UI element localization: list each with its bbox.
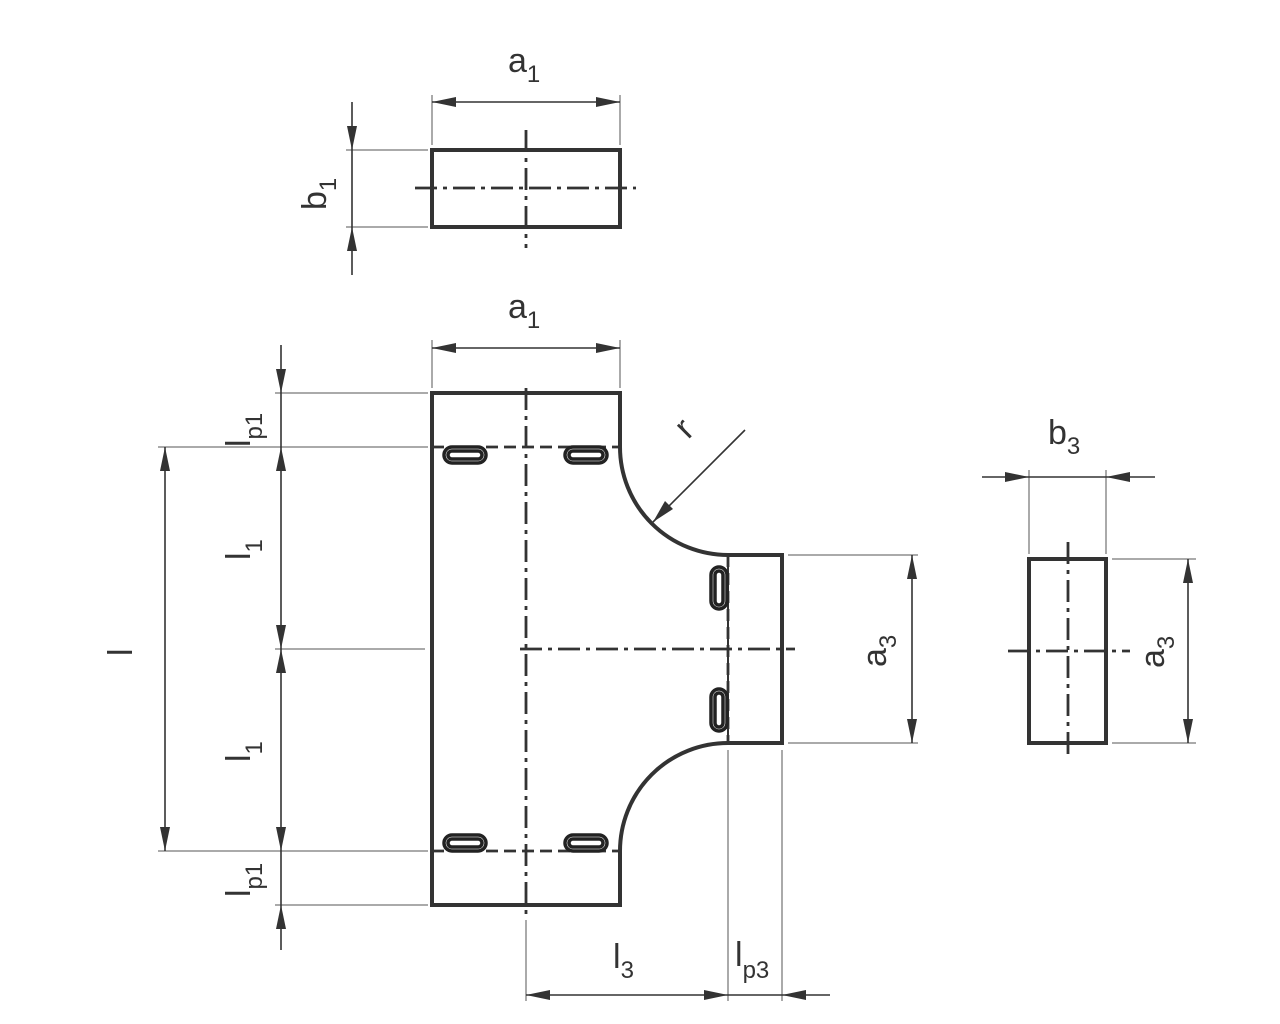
b1-arrow-top — [347, 126, 357, 150]
l-total-arrow-bottom — [160, 827, 170, 851]
tee-outline — [430, 391, 784, 907]
l1-lower-arrow-bottom — [276, 827, 286, 851]
lp1-bottom-arrow-bottom — [276, 905, 286, 929]
label-l1-upper: l1 — [220, 539, 268, 560]
clip-bottom-left-inner — [446, 837, 484, 849]
l1-upper-arrow-top — [276, 447, 286, 471]
clip-bottom-right-inner — [567, 837, 605, 849]
label-l1-lower: l1 — [220, 741, 268, 762]
b1-arrow-bottom — [347, 227, 357, 251]
a1-main-arrow-right — [596, 343, 620, 353]
a1-main-arrow-left — [432, 343, 456, 353]
label-a3-main: a3 — [856, 635, 902, 667]
label-b1: b1 — [296, 178, 342, 210]
label-lp3: lp3 — [735, 936, 769, 984]
label-lp1-bottom: lp1 — [220, 863, 268, 897]
a3-main-arrow-bottom — [907, 719, 917, 743]
label-a1-main: a1 — [508, 288, 540, 334]
clip-branch-bottom — [709, 687, 729, 733]
label-r: r — [667, 411, 702, 446]
clip-bottom-left — [442, 833, 488, 853]
a3-side-arrow-top — [1183, 559, 1193, 583]
l1-upper-arrow-bottom — [276, 625, 286, 649]
a1-top-arrow-right — [596, 97, 620, 107]
label-l-total: l — [102, 648, 140, 656]
clip-branch-top — [709, 565, 729, 611]
clip-branch-bottom-inner — [713, 691, 725, 729]
clip-bottom-right — [563, 833, 609, 853]
radius-arrow — [653, 501, 673, 522]
clip-top-left-inner — [446, 449, 484, 461]
clip-top-right-inner — [567, 449, 605, 461]
lp3-arrow-right — [782, 990, 806, 1000]
side-section-view — [982, 470, 1196, 760]
l-total-arrow-top — [160, 447, 170, 471]
b3-arrow-left — [1005, 472, 1029, 482]
label-a3-side: a3 — [1134, 636, 1180, 668]
clip-branch-top-inner — [713, 569, 725, 607]
label-b3: b3 — [1048, 414, 1080, 460]
a3-main-arrow-top — [907, 555, 917, 579]
b3-arrow-right — [1106, 472, 1130, 482]
a1-top-arrow-left — [432, 97, 456, 107]
l3-arrow-left — [526, 990, 550, 1000]
main-tee-view — [158, 340, 918, 1001]
l1-lower-arrow-top — [276, 649, 286, 673]
clip-top-right — [563, 445, 609, 465]
label-l3: l3 — [613, 938, 634, 984]
lp1-top-arrow-top — [276, 369, 286, 393]
label-a1-top: a1 — [508, 42, 540, 88]
a3-side-arrow-bottom — [1183, 719, 1193, 743]
dimension-labels: a1 b1 a1 r lp1 l1 l l1 lp1 — [102, 42, 1180, 984]
label-lp1-top: lp1 — [220, 413, 268, 447]
clip-top-left — [442, 445, 488, 465]
top-section-view — [346, 95, 636, 275]
l3-arrow-right — [704, 990, 728, 1000]
